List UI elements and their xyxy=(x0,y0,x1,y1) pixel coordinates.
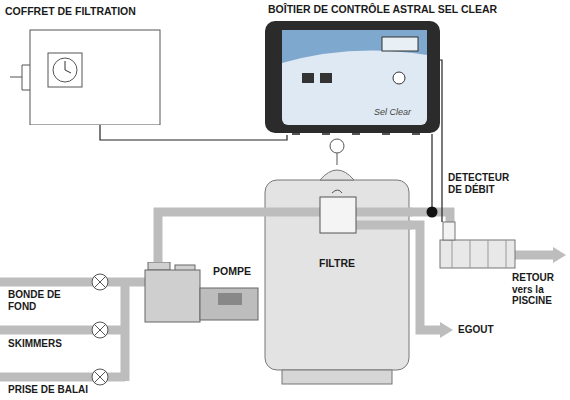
multiport-valve xyxy=(320,197,356,233)
part-label: EGOUT xyxy=(458,324,518,336)
wire xyxy=(440,60,442,222)
valve xyxy=(92,369,108,385)
filter-dome xyxy=(320,170,354,180)
cable-gland xyxy=(10,65,30,90)
pressure-gauge xyxy=(330,139,344,153)
part-label: RETOUR vers la PISCINE xyxy=(512,272,564,307)
part-label: DETECTEUR DE DÉBIT xyxy=(448,172,523,195)
valve-cross xyxy=(94,276,106,288)
unit-face xyxy=(282,30,427,125)
control-cabinet-outline xyxy=(5,5,163,125)
node-title: COFFRET DE FILTRATION xyxy=(5,5,136,17)
control-unit: BOÎTIER DE CONTRÔLE ASTRAL SEL CLEAR Sel … xyxy=(262,3,512,135)
flow-arrow xyxy=(440,322,453,338)
display xyxy=(382,37,418,51)
pump: POMPE xyxy=(140,262,262,326)
cell-body xyxy=(440,240,515,268)
timer-hands xyxy=(65,61,71,73)
cabinet-box xyxy=(30,30,160,125)
cable-gland xyxy=(382,133,390,135)
flow-detector xyxy=(427,207,438,218)
valves xyxy=(92,274,108,385)
control-cabinet: COFFRET DE FILTRATION xyxy=(5,5,163,125)
pipe xyxy=(121,286,130,381)
pipe xyxy=(0,278,150,287)
motor-plate xyxy=(218,293,242,305)
node-title: POMPE xyxy=(213,265,251,277)
valve-cross xyxy=(94,371,106,383)
button xyxy=(320,73,332,83)
cable-gland xyxy=(322,133,330,135)
valve-handle xyxy=(332,190,342,193)
pipe xyxy=(515,251,553,260)
pipe xyxy=(410,225,440,330)
node-title: FILTRE xyxy=(319,257,355,269)
control-wire xyxy=(100,125,287,140)
pump-motor xyxy=(200,288,258,320)
timer-frame xyxy=(48,53,82,87)
salt-cell xyxy=(440,222,515,268)
gauge-stem xyxy=(337,153,338,165)
cell-plates xyxy=(452,240,506,268)
pump-outlet xyxy=(148,262,170,270)
cell-cap xyxy=(443,222,455,240)
knob xyxy=(393,72,405,84)
sand-filter: FILTRE xyxy=(262,135,412,387)
flow-arrow xyxy=(553,247,566,263)
valve xyxy=(92,322,108,338)
cable-gland xyxy=(412,133,420,135)
brand-label: Sel Clear xyxy=(374,107,411,117)
pump-body xyxy=(145,270,200,322)
cable-gland xyxy=(292,133,300,135)
pipe xyxy=(354,212,412,225)
filter-base xyxy=(282,370,392,384)
button xyxy=(302,73,314,83)
node-title: BOÎTIER DE CONTRÔLE ASTRAL SEL CLEAR xyxy=(268,3,497,15)
pipe xyxy=(262,208,322,217)
part-label: PRISE DE BALAI xyxy=(8,384,108,396)
part-label: BONDE DE FOND xyxy=(8,289,66,312)
valve-cross xyxy=(94,324,106,336)
part-label: SKIMMERS xyxy=(8,338,88,350)
pressure-pipe xyxy=(158,212,262,262)
unit-housing xyxy=(265,21,440,133)
cable-gland xyxy=(352,133,360,135)
valve xyxy=(92,274,108,290)
face-band xyxy=(282,30,427,63)
timer-dial xyxy=(53,58,77,82)
wire xyxy=(431,134,432,207)
